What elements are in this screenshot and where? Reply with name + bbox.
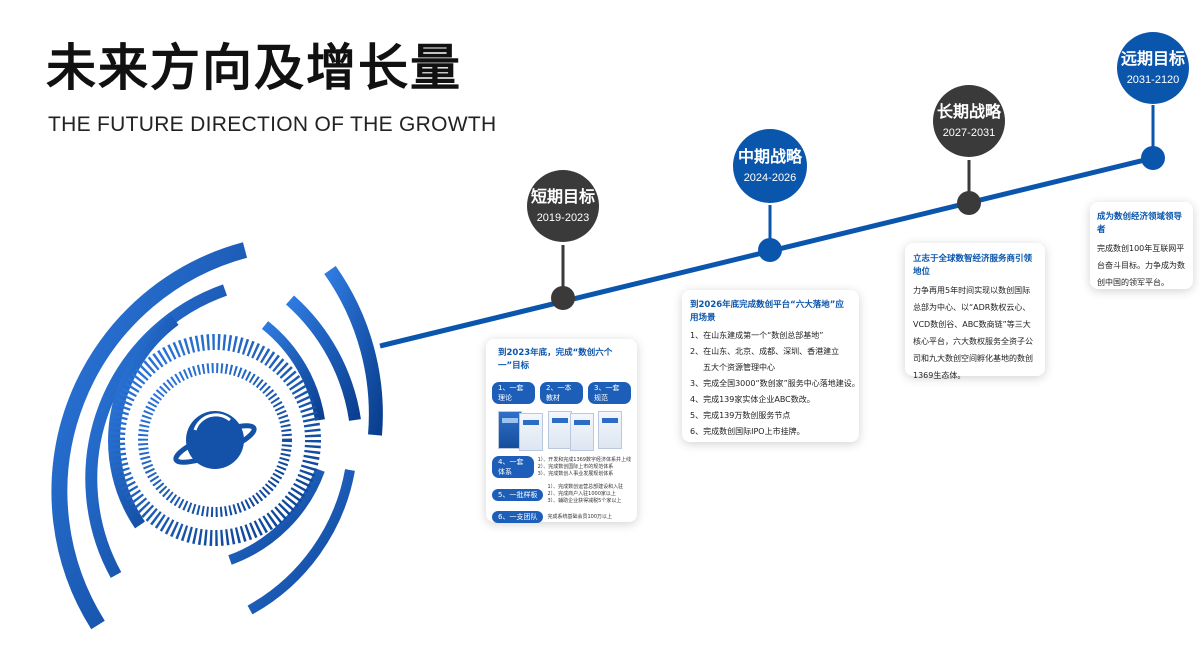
pill-theory: 1、一套理论 xyxy=(492,382,535,404)
node-2 xyxy=(758,238,782,262)
pill-system: 4、一套体系 xyxy=(492,456,534,478)
book-image xyxy=(548,411,572,449)
milestone-years: 2019-2023 xyxy=(536,211,590,224)
row-system: 4、一套体系 1）、开发和完成1369数字经济体系并上线 2）、完成数创国际上市… xyxy=(492,456,631,478)
list-item: 6、完成数创国际IPO上市挂牌。 xyxy=(690,427,805,436)
ring-arc-mid-bottom xyxy=(247,469,355,615)
book-images xyxy=(492,407,631,451)
row-line: 3）、辅助企业获得减税5个家以上 xyxy=(547,498,622,504)
node-4 xyxy=(1141,146,1165,170)
card-short-term: 到2023年底，完成“数创六个一”目标 1、一套理论 2、一本教材 3、一套规范… xyxy=(486,339,637,523)
pill-textbook: 2、一本教材 xyxy=(540,382,583,404)
card-heading: 到2026年底完成数创平台“六大落地”应用场景 xyxy=(690,300,844,323)
book-image xyxy=(519,413,543,451)
card-heading: 成为数创经济领域领导者 xyxy=(1097,212,1183,235)
pill-team: 6、一支团队 xyxy=(492,511,544,523)
card-heading: 立志于全球数智经济服务商引领地位 xyxy=(913,254,1033,277)
page-title: 未来方向及增长量 xyxy=(46,39,462,97)
pill-row: 1、一套理论 2、一本教材 3、一套规范 xyxy=(492,382,631,404)
pill-samples: 5、一批样板 xyxy=(492,488,544,501)
milestone-title: 远期目标 xyxy=(1120,48,1185,68)
card-heading: 到2023年底，完成“数创六个一”目标 xyxy=(498,348,613,371)
list-item: 3、完成全国3000“数创家”服务中心落地建设。 xyxy=(690,379,860,388)
milestone-long-term: 长期战略 2027-2031 xyxy=(933,85,1005,157)
card-mid-term: 到2026年底完成数创平台“六大落地”应用场景 1、在山东建成第一个“数创总部基… xyxy=(682,290,860,442)
milestone-title: 长期战略 xyxy=(936,101,1001,121)
ring-dashed-inner xyxy=(138,363,292,517)
milestone-years: 2024-2026 xyxy=(743,171,797,184)
book-image xyxy=(598,411,622,449)
list-item: 4、完成139家实体企业ABC数改。 xyxy=(690,395,815,404)
planet-logo-icon xyxy=(173,411,257,469)
card-body: 力争再用5年时间实现以数创国际总部为中心、以“ADR数权云心、VCD数创谷、AB… xyxy=(913,286,1033,380)
card-list: 1、在山东建成第一个“数创总部基地” 2、在山东、北京、成都、深圳、香港建立 五… xyxy=(690,328,860,440)
ring-arc-outer-right xyxy=(324,265,383,436)
book-image xyxy=(498,411,522,449)
page-subtitle: THE FUTURE DIRECTION OF THE GROWTH xyxy=(48,113,497,136)
node-1 xyxy=(551,286,575,310)
ring-arc-inner-right xyxy=(261,321,325,421)
row-line: 2）、完成商户入驻1000家以上 xyxy=(547,491,616,497)
node-3 xyxy=(957,191,981,215)
list-item: 1、在山东建成第一个“数创总部基地” xyxy=(690,331,824,340)
ring-dashed-outer xyxy=(109,334,321,546)
milestone-short-term: 短期目标 2019-2023 xyxy=(527,170,599,242)
row-line: 1）、完成数创运营总部建设和入驻 xyxy=(547,484,624,490)
book-image xyxy=(570,413,594,451)
concentric-rings-graphic xyxy=(51,242,383,630)
row-line: 3）、完成数创人事业发展规划体系 xyxy=(537,470,614,477)
card-long-term: 立志于全球数智经济服务商引领地位 力争再用5年时间实现以数创国际总部为中心、以“… xyxy=(905,243,1045,380)
milestone-years: 2027-2031 xyxy=(942,126,996,139)
row-team: 6、一支团队 完成系统基础会员100万以上 xyxy=(492,511,631,523)
ring-arc-mid-left xyxy=(85,284,227,578)
milestone-mid-term: 中期战略 2024-2026 xyxy=(733,129,807,203)
card-body: 完成数创100年互联网平台奋斗目标。力争成为数创中国的领军平台。 xyxy=(1097,244,1185,287)
milestone-far-term: 远期目标 2031-2120 xyxy=(1117,32,1189,104)
row-line: 完成系统基础会员100万以上 xyxy=(547,513,613,520)
card-far-term: 成为数创经济领域领导者 完成数创100年互联网平台奋斗目标。力争成为数创中国的领… xyxy=(1090,202,1193,289)
milestone-years: 2031-2120 xyxy=(1126,73,1180,86)
pill-standard: 3、一套规范 xyxy=(588,382,631,404)
ring-arc-mid-right xyxy=(285,295,361,421)
row-line: 2）、完成数创国际上市的规范体系 xyxy=(537,463,614,470)
milestone-title: 短期目标 xyxy=(530,186,595,206)
ring-arc-outer-left xyxy=(51,242,248,630)
ring-arc-inner-bottom xyxy=(228,468,325,565)
row-samples: 5、一批样板 1）、完成数创运营总部建设和入驻 2）、完成商户入驻1000家以上… xyxy=(492,484,631,505)
row-line: 1）、开发和完成1369数字经济体系并上线 xyxy=(537,456,631,463)
list-item: 五大个资源管理中心 xyxy=(703,363,775,372)
milestone-title: 中期战略 xyxy=(737,146,802,166)
list-item: 5、完成139万数创服务节点 xyxy=(690,411,791,420)
list-item: 2、在山东、北京、成都、深圳、香港建立 xyxy=(690,347,840,356)
